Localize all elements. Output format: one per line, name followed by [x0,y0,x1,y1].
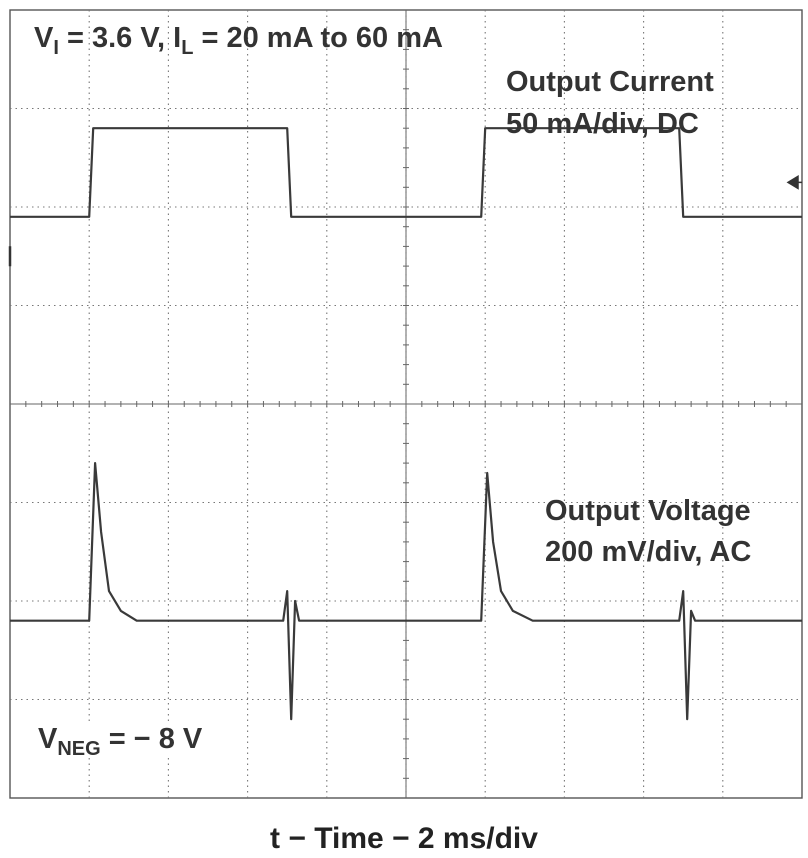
trigger-level-arrow-icon [786,175,802,190]
vneg-label: VNEG = − 8 V [38,723,233,759]
output-current-name: Output Current [506,66,714,98]
traces [10,127,802,721]
output-current-scale: 50 mA/div, DC [506,108,699,140]
test-conditions-label: VI = 3.6 V, IL = 20 mA to 60 mA [34,22,443,59]
output-current-trace [10,127,802,218]
markers [8,175,802,267]
grid [9,9,803,799]
x-axis-label: t − Time − 2 ms/div [270,822,538,855]
output-voltage-scale: 200 mV/div, AC [545,536,752,568]
output-voltage-trace [10,462,802,721]
output-voltage-name: Output Voltage [545,495,751,527]
